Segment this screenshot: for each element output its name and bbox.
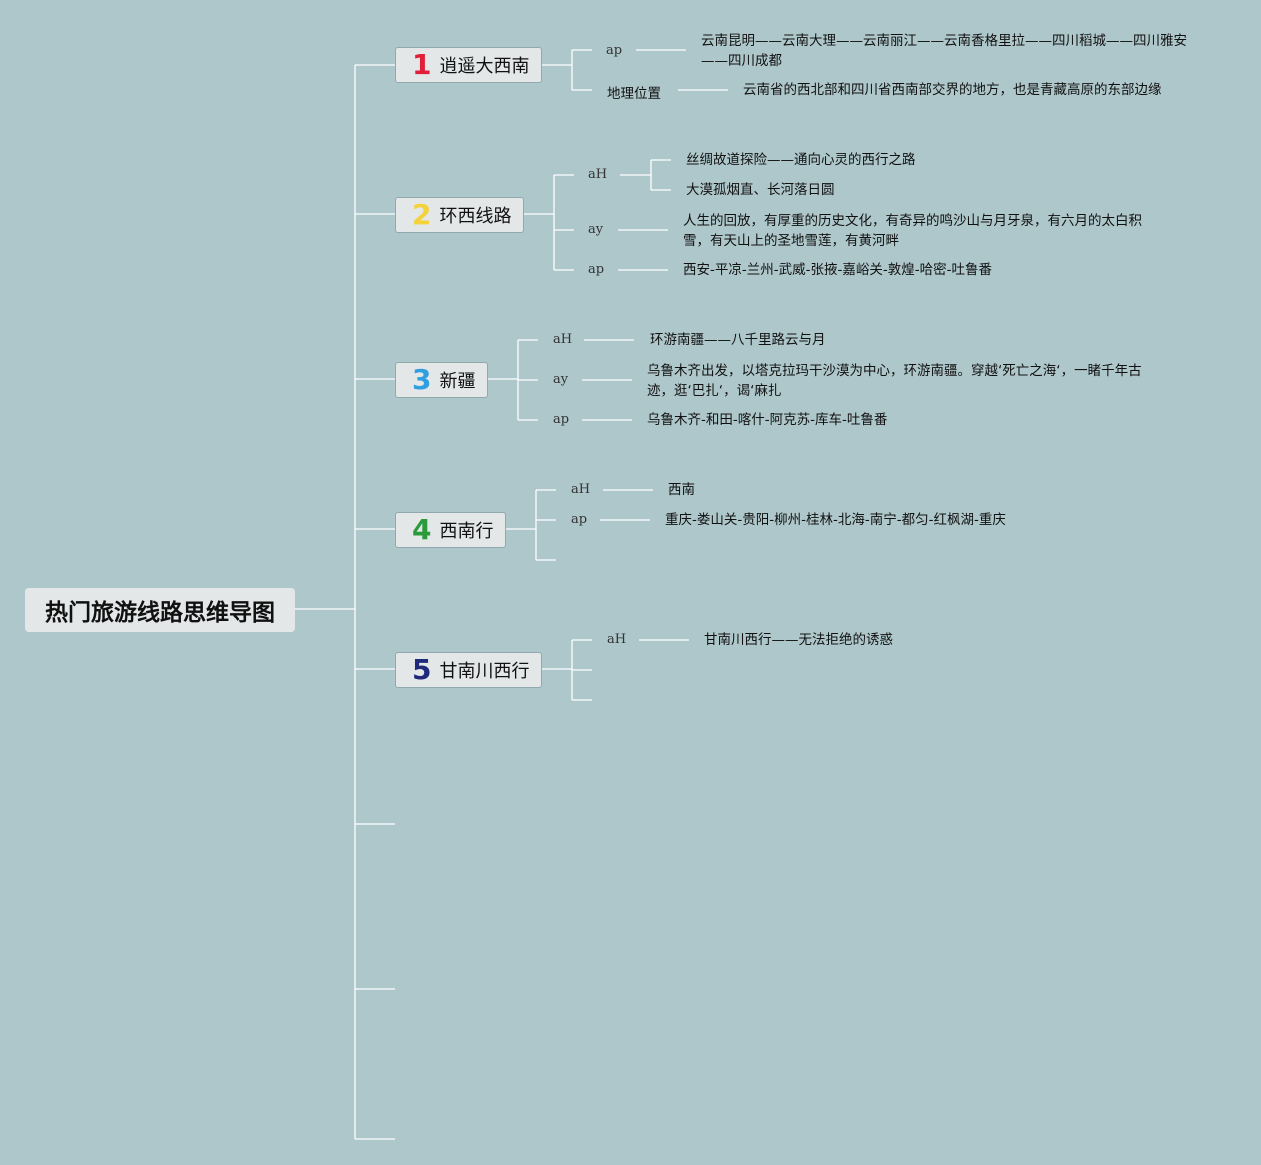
branch-4-child-2-text[interactable]: 重庆-娄山关-贵阳-柳州-桂林-北海-南宁-都匀-红枫湖-重庆 bbox=[665, 512, 1006, 528]
branch-3-node[interactable]: 3 新疆 bbox=[395, 362, 488, 398]
branch-1-node[interactable]: 1 逍遥大西南 bbox=[395, 47, 542, 83]
branch-5-node[interactable]: 5 甘南川西行 bbox=[395, 652, 542, 688]
branch-1-child-1-label[interactable]: ap bbox=[606, 43, 623, 58]
branch-2-child-2-label[interactable]: ay bbox=[588, 222, 604, 237]
branch-3-child-2-text[interactable]: 乌鲁木齐出发，以塔克拉玛干沙漠为中心，环游南疆。穿越‘死亡之海‘，一睹千年古迹，… bbox=[647, 363, 1142, 399]
branch-2-child-1-item-1[interactable]: 丝绸故道探险——通向心灵的西行之路 bbox=[686, 152, 916, 168]
branch-3-child-3-text[interactable]: 乌鲁木齐-和田-喀什-阿克苏-库车-吐鲁番 bbox=[647, 412, 888, 428]
branch-1-label: 逍遥大西南 bbox=[439, 56, 530, 77]
branch-4-child-1-label[interactable]: aH bbox=[571, 482, 591, 497]
branch-3-label: 新疆 bbox=[439, 371, 476, 392]
branch-2-child-3-label[interactable]: ap bbox=[588, 262, 605, 277]
branch-5-child-1-label[interactable]: aH bbox=[607, 632, 627, 647]
branch-4-child-1-text[interactable]: 西南 bbox=[668, 482, 695, 498]
branch-2-child-2-text[interactable]: 人生的回放，有厚重的历史文化，有奇异的鸣沙山与月牙泉，有六月的太白积雪，有天山上… bbox=[683, 213, 1142, 249]
branch-3-child-1-text[interactable]: 环游南疆——八千里路云与月 bbox=[650, 332, 826, 348]
branch-4-node[interactable]: 4 西南行 bbox=[395, 512, 506, 548]
branch-3-child-2-label[interactable]: ay bbox=[553, 372, 569, 387]
branch-2-child-1-item-2[interactable]: 大漠孤烟直、长河落日圆 bbox=[686, 182, 835, 198]
branch-2-label: 环西线路 bbox=[439, 206, 512, 227]
branch-1-child-2-text[interactable]: 云南省的西北部和四川省西南部交界的地方，也是青藏高原的东部边缘 bbox=[743, 82, 1162, 98]
root-topic[interactable]: 热门旅游线路思维导图 bbox=[25, 588, 295, 632]
branch-1-child-2-label[interactable]: 地理位置 bbox=[607, 86, 661, 102]
branch-5-child-1-text[interactable]: 甘南川西行——无法拒绝的诱惑 bbox=[704, 632, 893, 648]
branch-2-node[interactable]: 2 环西线路 bbox=[395, 197, 524, 233]
branch-3-child-1-label[interactable]: aH bbox=[553, 332, 573, 347]
branch-3-child-3-label[interactable]: ap bbox=[553, 412, 570, 427]
branch-5-label: 甘南川西行 bbox=[439, 661, 530, 682]
branch-2-child-3-text[interactable]: 西安-平凉-兰州-武威-张掖-嘉峪关-敦煌-哈密-吐鲁番 bbox=[683, 262, 992, 278]
branch-4-label: 西南行 bbox=[439, 521, 494, 542]
branch-2-child-1-label[interactable]: aH bbox=[588, 167, 608, 182]
branch-2-number: 2 bbox=[412, 198, 432, 231]
branch-4-number: 4 bbox=[412, 513, 432, 546]
branch-1-child-1-text[interactable]: 云南昆明——云南大理——云南丽江——云南香格里拉——四川稻城——四川雅安——四川… bbox=[701, 33, 1187, 69]
branch-5-number: 5 bbox=[412, 653, 432, 686]
branch-3-number: 3 bbox=[412, 363, 432, 396]
branch-4-child-2-label[interactable]: ap bbox=[571, 512, 588, 527]
branch-1-number: 1 bbox=[412, 48, 432, 81]
